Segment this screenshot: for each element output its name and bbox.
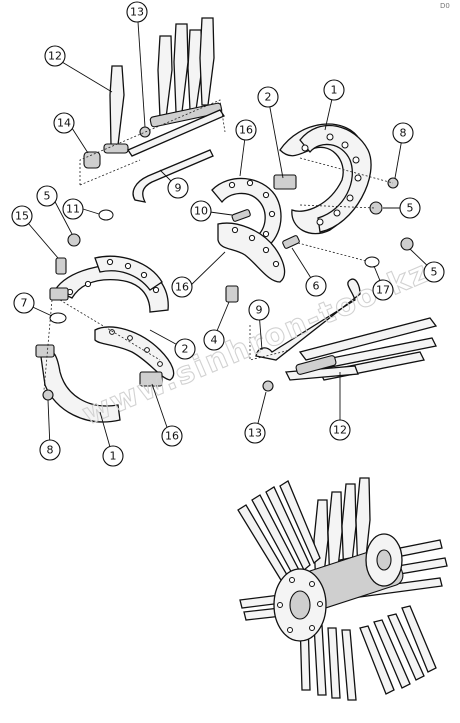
- svg-text:2: 2: [265, 91, 272, 104]
- washer-11: [98, 209, 114, 221]
- svg-text:14: 14: [57, 117, 71, 130]
- callout-1a: 1: [323, 79, 345, 101]
- nut-5c: [400, 237, 414, 251]
- callout-8a: 8: [392, 122, 414, 144]
- callout-6: 6: [305, 275, 327, 297]
- bolt-15: [55, 257, 67, 275]
- svg-text:9: 9: [175, 182, 182, 195]
- disk-bracket-top: [273, 174, 297, 190]
- svg-text:17: 17: [376, 284, 390, 297]
- bolt-4: [225, 285, 239, 303]
- tine-single-mid: [284, 365, 359, 381]
- nut-8b: [42, 389, 54, 401]
- svg-text:16: 16: [175, 281, 189, 294]
- disk-holes-top: [301, 133, 362, 226]
- callout-16c: 16: [161, 425, 183, 447]
- disk-assembly-top: [211, 123, 399, 283]
- svg-text:9: 9: [256, 304, 263, 317]
- disk-rim-mid: [94, 255, 163, 291]
- callout-12b: 12: [329, 419, 351, 441]
- tine-assembly-mid: [249, 278, 438, 392]
- callout-8b: 8: [39, 439, 61, 461]
- svg-text:8: 8: [47, 444, 54, 457]
- callout-16b: 16: [171, 276, 193, 298]
- disk-half-low: [39, 348, 121, 423]
- tine-hub: [103, 143, 129, 154]
- callout-11: 11: [62, 198, 84, 220]
- disk-assembly-mid: [35, 255, 239, 423]
- svg-text:6: 6: [313, 280, 320, 293]
- callout-5b: 5: [399, 197, 421, 219]
- disk-bracket-low: [35, 344, 55, 358]
- tine-assembly-top: [79, 17, 226, 186]
- callout-1b: 1: [102, 445, 124, 467]
- callout-5c: 5: [423, 261, 445, 283]
- tine-1: [157, 35, 173, 119]
- svg-text:16: 16: [165, 430, 179, 443]
- washer-7: [49, 312, 67, 324]
- svg-text:8: 8: [400, 127, 407, 140]
- bushing: [83, 151, 101, 169]
- nut-5a: [67, 233, 81, 247]
- bolt-6: [282, 235, 300, 249]
- svg-text:12: 12: [48, 50, 62, 63]
- svg-text:7: 7: [21, 297, 28, 310]
- callout-4: 4: [203, 329, 225, 351]
- callout-2a: 2: [257, 86, 279, 108]
- tine-h1: [298, 317, 438, 361]
- svg-text:13: 13: [248, 427, 262, 440]
- bolt-10: [231, 209, 251, 222]
- callout-15: 15: [11, 205, 33, 227]
- tine-4: [199, 17, 215, 106]
- callout-16a: 16: [235, 119, 257, 141]
- clamp-plate-low: [94, 326, 175, 381]
- hook-rod-top: [132, 149, 214, 203]
- dashed-guides-top: [297, 157, 394, 263]
- callout-7: 7: [13, 292, 35, 314]
- svg-text:5: 5: [431, 266, 438, 279]
- svg-text:5: 5: [407, 202, 414, 215]
- svg-text:1: 1: [331, 84, 338, 97]
- hook-rod-mid: [255, 278, 361, 361]
- svg-text:13: 13: [130, 6, 144, 19]
- tine-single: [109, 65, 125, 146]
- nut-13b: [262, 380, 274, 392]
- assembled-rotor: [237, 477, 448, 701]
- callout-9a: 9: [167, 177, 189, 199]
- clamp-plate-mid: [217, 222, 286, 283]
- callout-12a: 12: [44, 45, 66, 67]
- callout-10: 10: [190, 200, 212, 222]
- spacer-rod: [127, 109, 225, 157]
- disk-half-2: [299, 124, 372, 233]
- callout-labels: 13 12 14 9 11 5 15 16 10 2 1 8 5 6 16 17…: [11, 1, 445, 467]
- callout-13b: 13: [244, 422, 266, 444]
- callout-13a: 13: [126, 1, 148, 23]
- dashed-guides-mid: [43, 299, 161, 391]
- dashed-frame-top: [79, 99, 226, 186]
- svg-text:10: 10: [194, 205, 208, 218]
- tine-2: [173, 23, 189, 113]
- svg-text:11: 11: [66, 203, 80, 216]
- svg-text:5: 5: [44, 190, 51, 203]
- callout-2b: 2: [174, 338, 196, 360]
- svg-text:1: 1: [110, 450, 117, 463]
- nut-small: [139, 126, 151, 138]
- disk-bracket-low-2: [139, 371, 163, 387]
- callout-17: 17: [372, 279, 394, 301]
- tine-hub-mid: [295, 355, 337, 375]
- callout-5a: 5: [36, 185, 58, 207]
- callout-9b: 9: [248, 299, 270, 321]
- washer-17: [364, 256, 380, 268]
- corner-code: D0: [440, 2, 450, 10]
- svg-text:12: 12: [333, 424, 347, 437]
- svg-text:4: 4: [211, 334, 218, 347]
- svg-text:16: 16: [239, 124, 253, 137]
- svg-text:15: 15: [15, 210, 29, 223]
- disk-bracket-mid: [49, 287, 69, 301]
- svg-text:2: 2: [182, 343, 189, 356]
- callout-14: 14: [53, 112, 75, 134]
